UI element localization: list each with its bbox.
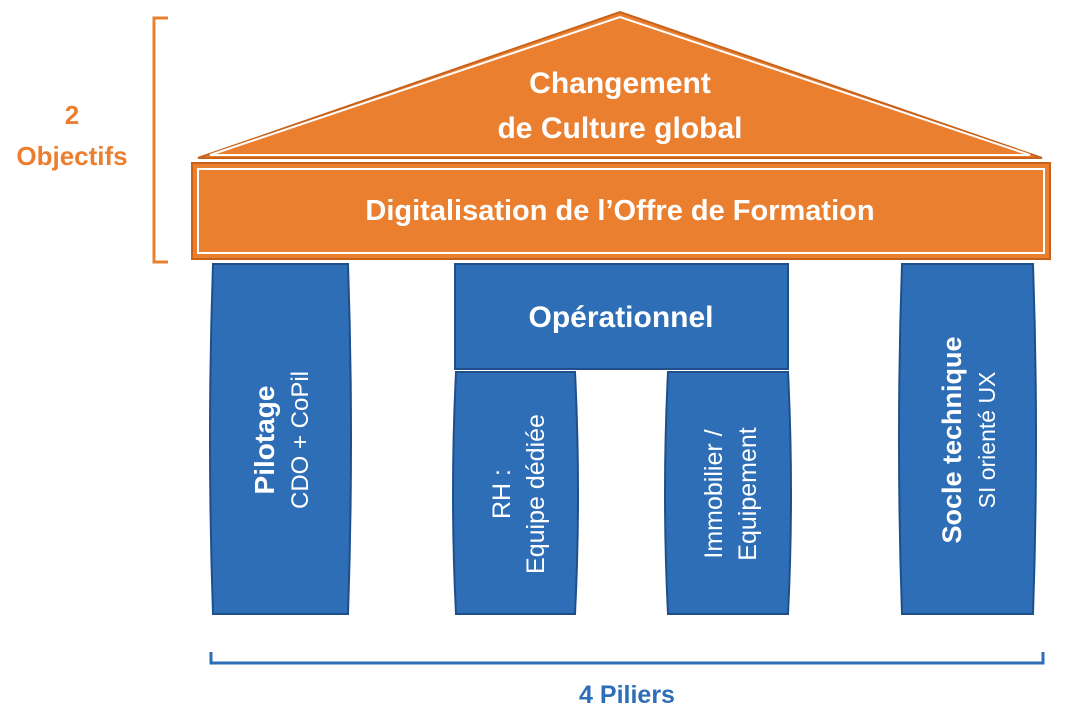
pillar-socle	[898, 263, 1037, 615]
roof-triangle	[197, 10, 1043, 159]
beam-label: Digitalisation de l’Offre de Formation	[365, 195, 874, 227]
roof-title-line2: de Culture global	[497, 112, 742, 145]
pillar-socle-title: Socle technique	[937, 336, 967, 543]
subpillar-immobilier-line1: Immobilier /	[700, 429, 728, 558]
objectives-bracket	[152, 16, 168, 264]
subpillar-rh-line2: Equipe dédiée	[522, 414, 550, 574]
pillar-operationnel-title: Opérationnel	[528, 301, 713, 334]
objectives-label: Objectifs	[16, 141, 127, 171]
piliers-bracket	[209, 652, 1045, 665]
objectives-count: 2	[65, 100, 79, 130]
subpillar-immobilier	[664, 371, 792, 615]
pillar-operationnel-header	[454, 263, 789, 370]
pillar-pilotage-title: Pilotage	[249, 386, 280, 495]
subpillar-rh-line1: RH :	[488, 469, 516, 519]
pillar-socle-subtitle: SI orienté UX	[974, 372, 1000, 509]
roof-title-line1: Changement	[529, 67, 711, 100]
roof-inner-outline	[209, 15, 1031, 156]
piliers-label: 4 Piliers	[579, 681, 675, 709]
pillar-pilotage-subtitle: CDO + CoPil	[287, 371, 314, 509]
beam-inner-outline	[197, 168, 1045, 254]
subpillar-immobilier-line2: Equipement	[734, 427, 762, 560]
pillar-pilotage	[209, 263, 352, 615]
beam	[191, 162, 1051, 260]
subpillar-rh	[452, 371, 579, 615]
